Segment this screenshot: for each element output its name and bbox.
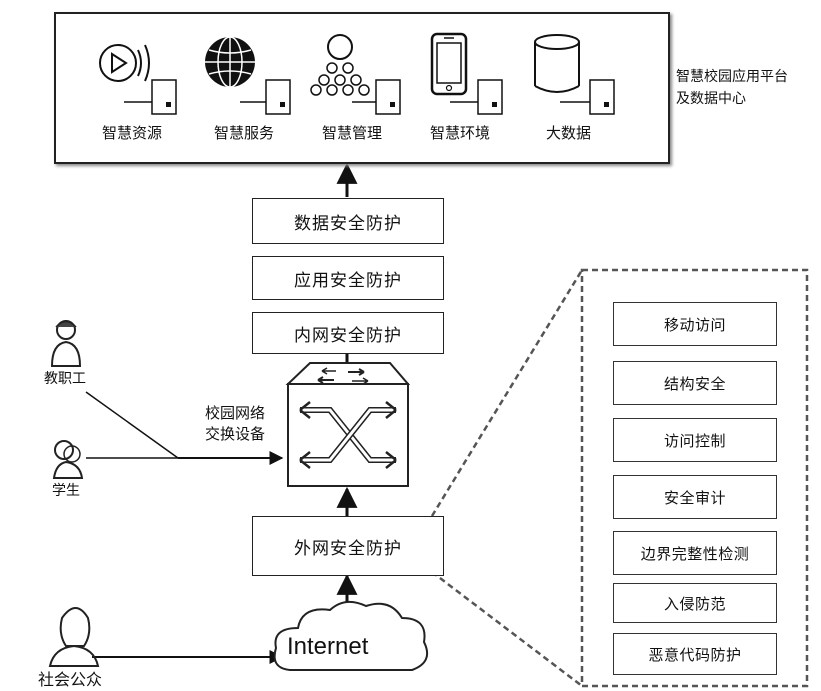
globe-icon (205, 36, 291, 115)
database-icon (534, 34, 615, 115)
detail-intrusion-prevention[interactable]: 入侵防范 (613, 583, 777, 623)
internet-label: Internet (287, 633, 369, 660)
detail-malware-protection[interactable]: 恶意代码防护 (613, 633, 777, 675)
detail-panel-border (580, 268, 809, 688)
app-environment[interactable]: 智慧环境 (420, 30, 520, 150)
public-label: 社会公众 (38, 670, 103, 689)
app-bigdata[interactable]: 大数据 (530, 30, 630, 150)
platform-label-line2: 及数据中心 (676, 91, 746, 107)
app-service[interactable]: 智慧服务 (200, 30, 300, 150)
app-management[interactable]: 智慧管理 (310, 30, 410, 150)
staff-label: 教职工 (44, 371, 86, 387)
app-resource[interactable]: 智慧资源 (90, 30, 190, 150)
app-label: 大数据 (546, 124, 592, 142)
platform-label-line1: 智慧校园应用平台 (676, 69, 788, 85)
org-chart-icon (310, 34, 401, 115)
callout-line-bottom (431, 571, 583, 687)
app-security-box[interactable]: 应用安全防护 (252, 256, 444, 300)
detail-security-audit[interactable]: 安全审计 (613, 475, 777, 519)
detail-boundary-integrity[interactable]: 边界完整性检测 (613, 531, 777, 575)
detail-structure-security[interactable]: 结构安全 (613, 361, 777, 405)
line-staff (85, 391, 179, 459)
play-icon (99, 44, 177, 115)
data-security-box[interactable]: 数据安全防护 (252, 198, 444, 244)
app-label: 智慧资源 (102, 124, 163, 142)
detail-mobile-access[interactable]: 移动访问 (613, 302, 777, 346)
switch-label-line1: 校园网络 (205, 404, 266, 422)
student-label: 学生 (52, 483, 80, 499)
app-label: 智慧环境 (430, 124, 491, 142)
intranet-security-box[interactable]: 内网安全防护 (252, 312, 444, 354)
app-label: 智慧管理 (322, 124, 383, 142)
detail-access-control[interactable]: 访问控制 (613, 418, 777, 462)
callout-line-top (430, 269, 584, 517)
phone-icon (430, 32, 503, 115)
app-label: 智慧服务 (214, 124, 275, 142)
extranet-security-box[interactable]: 外网安全防护 (252, 516, 444, 576)
platform-box (54, 12, 670, 164)
switch-label-line2: 交换设备 (205, 425, 266, 443)
